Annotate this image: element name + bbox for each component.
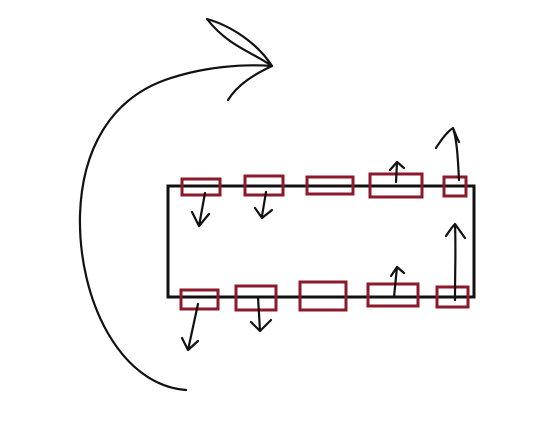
top-row	[180, 172, 468, 199]
up-arrow-icon	[389, 265, 406, 299]
bottom-box-2	[234, 284, 278, 312]
bottom-box-4	[366, 282, 420, 308]
down-arrow-icon	[253, 190, 274, 220]
up-arrow-icon	[434, 126, 461, 182]
top-box-5	[442, 175, 468, 198]
loop-arrow-head-icon	[205, 17, 274, 102]
bottom-row	[179, 280, 470, 312]
down-arrow-icon	[249, 295, 273, 333]
bottom-box-3	[298, 280, 348, 312]
up-arrow-icon	[444, 222, 467, 302]
top-box-3	[305, 175, 355, 196]
bottom-box-1	[179, 288, 220, 311]
bottom-box-5	[435, 285, 470, 309]
down-arrow-icon	[190, 191, 211, 228]
loop-arrow-curve	[78, 64, 274, 392]
down-arrow-icon	[180, 302, 200, 352]
top-box-2	[243, 174, 285, 197]
rotation-arrow	[78, 17, 274, 392]
movement-arrows	[180, 126, 467, 352]
board-outline	[166, 184, 476, 299]
top-box-1	[180, 177, 222, 197]
up-arrow-icon	[388, 160, 406, 184]
